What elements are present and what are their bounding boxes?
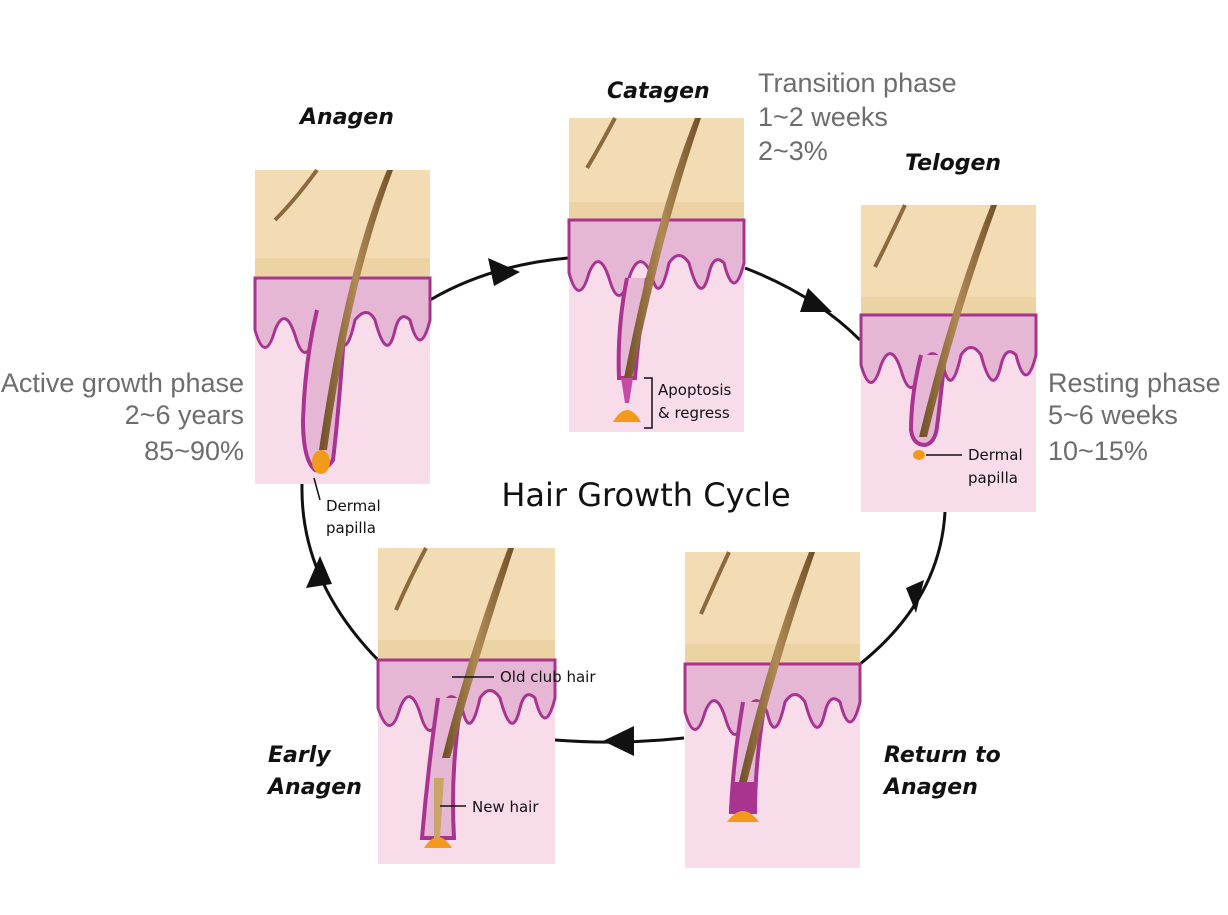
arrow-head-3	[906, 580, 924, 613]
dermal-papilla	[424, 837, 452, 848]
catagen-callout-2: & regress	[658, 404, 730, 422]
regressing-follicle	[621, 378, 633, 403]
hair-strand-short	[394, 547, 428, 611]
center-title: Hair Growth Cycle	[501, 476, 790, 514]
telogen-info-3: 10~15%	[1048, 436, 1148, 466]
telogen-info-1: Resting phase	[1048, 368, 1221, 398]
anagen-info-2: 2~6 years	[125, 400, 244, 430]
new-hair-label: New hair	[472, 798, 539, 816]
panel-return-to-anagen	[683, 551, 862, 868]
anagen-info-1: Active growth phase	[1, 368, 244, 398]
title-anagen: Anagen	[298, 105, 394, 130]
telogen-info-2: 5~6 weeks	[1048, 400, 1178, 430]
anagen-info-3: 85~90%	[144, 436, 244, 466]
hair-shaft	[739, 552, 815, 782]
arrow-head-2	[800, 288, 832, 312]
new-hair	[434, 778, 444, 838]
panel-early-anagen	[376, 547, 557, 864]
dermal-papilla	[613, 410, 641, 422]
callout-lines	[313, 377, 962, 807]
title-return-to-anagen-1: Return to	[884, 743, 1001, 768]
dermal-ridges	[253, 276, 432, 354]
epidermis-band	[569, 202, 744, 220]
cycle-arc-catagen-telogen	[744, 266, 862, 342]
callout-line-catagen-bracket	[644, 377, 653, 429]
hair-shaft	[623, 118, 701, 383]
panel-catagen	[567, 117, 746, 432]
panel-telogen	[859, 204, 1038, 512]
dermal-papilla	[312, 450, 330, 474]
callout-line-anagen-papilla	[313, 477, 321, 501]
title-telogen: Telogen	[905, 151, 1001, 176]
hair-strand-short	[699, 551, 731, 615]
catagen-info-2: 1~2 weeks	[758, 102, 888, 132]
anagen-callout-1: Dermal	[326, 497, 381, 515]
hair-strand-short	[585, 117, 617, 170]
epidermis-band	[861, 297, 1036, 315]
title-catagen: Catagen	[607, 79, 710, 104]
hair-shaft	[319, 170, 393, 450]
epidermis-band	[378, 640, 555, 660]
panel-anagen	[253, 168, 432, 484]
arrow-head-5	[306, 556, 332, 588]
dermal-ridges	[683, 662, 862, 736]
dermal-papilla	[727, 811, 759, 822]
epidermis-band	[255, 258, 430, 276]
title-early-anagen-2: Anagen	[266, 775, 362, 800]
title-early-anagen-1: Early	[268, 743, 332, 768]
arrow-head-1	[488, 258, 520, 286]
telogen-callout-1: Dermal	[968, 446, 1023, 464]
catagen-info-3: 2~3%	[758, 136, 828, 166]
telogen-callout-2: papilla	[968, 469, 1018, 487]
title-return-to-anagen-2: Anagen	[882, 775, 978, 800]
anagen-callout-2: papilla	[326, 519, 376, 537]
dermal-papilla	[913, 450, 925, 460]
hair-shaft	[919, 205, 997, 437]
hair-strand-short	[873, 204, 907, 268]
arrow-head-4	[603, 726, 634, 756]
cycle-ring	[300, 256, 947, 756]
catagen-info-1: Transition phase	[758, 68, 957, 98]
catagen-callout-1: Apoptosis	[658, 381, 732, 399]
epidermis-band	[685, 644, 860, 664]
growing-follicle-bulb	[729, 782, 757, 812]
epidermis-layer	[861, 205, 1036, 315]
old-club-hair	[442, 548, 514, 758]
cycle-arc-telogen-return	[859, 511, 947, 666]
old-club-hair-label: Old club hair	[500, 668, 596, 686]
hair-strand-short	[273, 168, 319, 222]
